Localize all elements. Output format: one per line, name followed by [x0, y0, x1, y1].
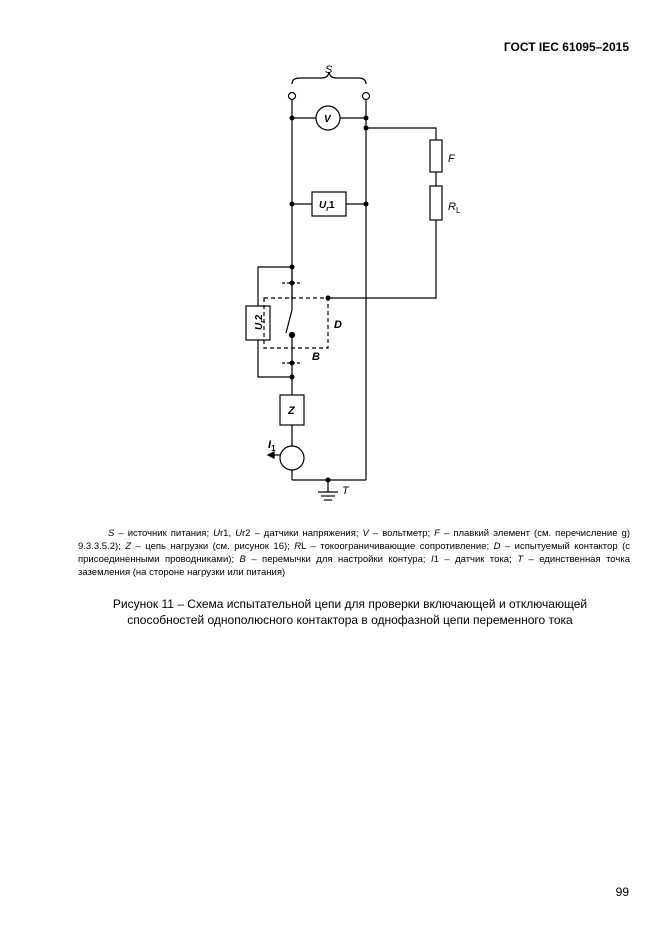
contactor-label: D	[334, 319, 342, 331]
load-symbol	[279, 394, 305, 426]
page-number: 99	[615, 885, 629, 899]
load-label: Z	[287, 405, 296, 417]
resistor-symbol	[429, 185, 443, 221]
circuit-diagram: S V F RL Ur1 Ur2 D B Z I1 T	[245, 64, 461, 501]
source-label: S	[325, 64, 333, 76]
source-terminal-left	[287, 91, 297, 101]
voltage-sensor-1-box	[311, 191, 347, 217]
current-sensor-symbol	[279, 445, 305, 471]
voltage-sensor-1-label: Ur1	[319, 200, 335, 213]
current-sensor-label: I1	[268, 439, 276, 453]
contactor-enclosure	[263, 297, 329, 349]
figure-legend: S – источник питания; Ur1, Ur2 – датчики…	[78, 528, 630, 578]
source-brace	[291, 71, 367, 85]
ground-label: T	[342, 485, 350, 497]
figure-caption: Рисунок 11 – Схема испытательной цепи дл…	[60, 596, 640, 628]
voltmeter-label: V	[324, 114, 332, 125]
voltage-sensor-2-label: Ur2	[254, 314, 267, 330]
resistor-label: RL	[448, 201, 461, 215]
caption-line-2: способностей однополюсного контактора в …	[127, 613, 573, 627]
voltmeter-symbol	[315, 105, 341, 131]
fuse-symbol	[429, 139, 443, 173]
fuse-label: F	[448, 153, 456, 165]
caption-line-1: Рисунок 11 – Схема испытательной цепи дл…	[112, 597, 588, 611]
jumper-label: B	[312, 351, 320, 363]
source-terminal-right	[361, 91, 371, 101]
document-header: ГОСТ IEC 61095–2015	[503, 40, 629, 54]
contactor-switch-blade	[285, 309, 293, 334]
